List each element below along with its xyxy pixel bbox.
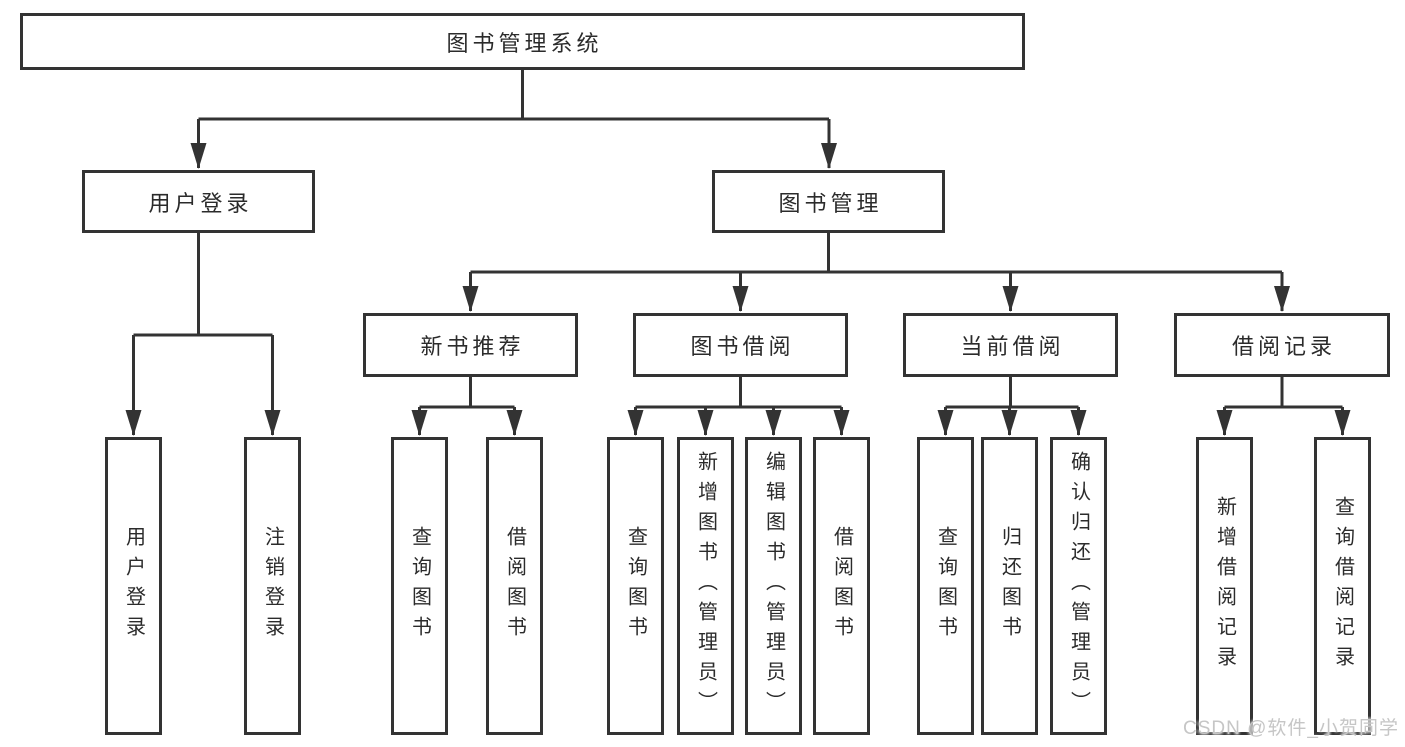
leaf-edit-book-admin: 编辑图书（管理员） (745, 437, 802, 735)
leaf-borrow-books: 借阅图书 (813, 437, 870, 735)
leaf-query-borrow-record-label: 查询借阅记录 (1331, 496, 1354, 676)
leaf-add-book-admin: 新增图书（管理员） (677, 437, 734, 735)
leaf-add-borrow-record: 新增借阅记录 (1196, 437, 1253, 735)
leaf-query-books: 查询图书 (391, 437, 448, 735)
leaf-query-books: 查询图书 (917, 437, 974, 735)
watermark: CSDN @软件_小贺同学 (1183, 718, 1399, 739)
node-current-borrowing-label: 当前借阅 (960, 334, 1065, 359)
node-user-login-label: 用户登录 (148, 190, 253, 216)
leaf-add-borrow-record-label: 新增借阅记录 (1213, 496, 1236, 676)
leaf-logout: 注销登录 (244, 437, 301, 735)
leaf-query-books-label: 查询图书 (934, 526, 957, 646)
node-root-label: 图书管理系统 (446, 30, 603, 56)
leaf-confirm-return-admin-label: 确认归还（管理员） (1067, 451, 1090, 721)
leaf-user-login-label: 用户登录 (122, 526, 145, 646)
leaf-borrow-books: 借阅图书 (486, 437, 543, 735)
leaf-logout-label: 注销登录 (261, 526, 284, 646)
leaf-query-books: 查询图书 (607, 437, 664, 735)
leaf-borrow-books-label: 借阅图书 (503, 526, 526, 646)
node-new-book-recommendation: 新书推荐 (363, 313, 578, 377)
leaf-user-login: 用户登录 (105, 437, 162, 735)
leaf-query-books-label: 查询图书 (408, 526, 431, 646)
leaf-edit-book-admin-label: 编辑图书（管理员） (762, 451, 785, 721)
leaf-return-book-label: 归还图书 (998, 526, 1021, 646)
leaf-add-book-admin-label: 新增图书（管理员） (694, 451, 717, 721)
node-book-management: 图书管理 (712, 170, 945, 233)
node-borrowing-records: 借阅记录 (1174, 313, 1390, 377)
node-user-login: 用户登录 (82, 170, 315, 233)
leaf-query-books-label: 查询图书 (624, 526, 647, 646)
node-root: 图书管理系统 (20, 13, 1025, 70)
leaf-query-borrow-record: 查询借阅记录 (1314, 437, 1371, 735)
leaf-confirm-return-admin: 确认归还（管理员） (1050, 437, 1107, 735)
leaf-borrow-books-label: 借阅图书 (830, 526, 853, 646)
node-book-borrowing-label: 图书借阅 (690, 334, 795, 359)
node-book-management-label: 图书管理 (778, 190, 883, 216)
node-borrowing-records-label: 借阅记录 (1231, 334, 1336, 359)
node-current-borrowing: 当前借阅 (903, 313, 1118, 377)
node-book-borrowing: 图书借阅 (633, 313, 848, 377)
node-new-book-recommendation-label: 新书推荐 (420, 334, 525, 359)
leaf-return-book: 归还图书 (981, 437, 1038, 735)
